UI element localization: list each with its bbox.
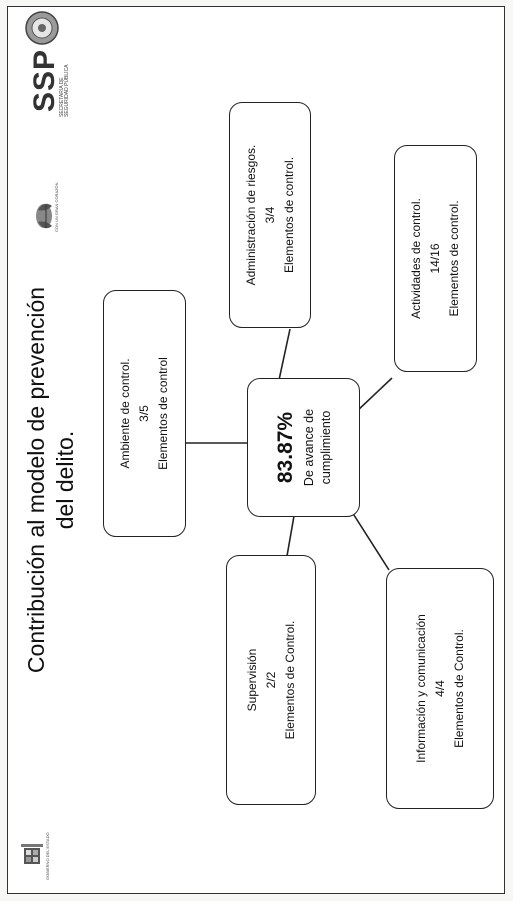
connector-actividades xyxy=(355,377,393,413)
left-logo-caption-wrap: GOBIERNO DEL ESTADO xyxy=(45,832,50,880)
official-seal-logo xyxy=(25,11,59,45)
ssp-brand-wrap: SSP xyxy=(28,49,62,112)
mid-logo-caption: CON UN GRAN CORAZÓN xyxy=(54,182,59,232)
connector-supervision xyxy=(286,515,295,557)
government-coat-of-arms-logo xyxy=(21,844,43,864)
connector-riesgos xyxy=(278,328,291,381)
ssp-brand-logo: SSP xyxy=(28,48,61,112)
ssp-caption-wrap: SECRETARÍA DE SEGURIDAD PÚBLICA xyxy=(59,57,70,117)
ssp-brand-caption: SECRETARÍA DE SEGURIDAD PÚBLICA xyxy=(59,64,70,117)
connector-informacion xyxy=(351,511,390,571)
left-logo-caption: GOBIERNO DEL ESTADO xyxy=(45,832,50,880)
palm-heart-logo xyxy=(36,203,52,229)
mid-logo-caption-wrap: CON UN GRAN CORAZÓN xyxy=(54,182,59,232)
